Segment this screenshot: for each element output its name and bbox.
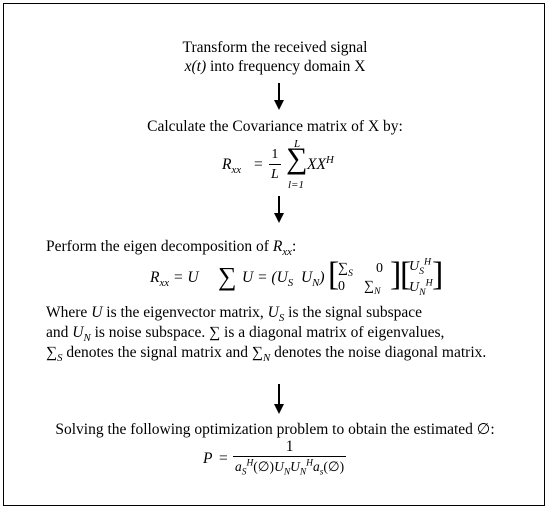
signal-xt: x(t) bbox=[184, 58, 207, 75]
spectrum-equation: P = 1 aSH(∅)UNUNHas(∅) bbox=[203, 438, 347, 478]
eigen-decomposition-equation: Rxx = U ∑ U = (US UN) [ ∑S 0 0 ∑N ] [ US… bbox=[150, 256, 444, 298]
diagram-frame bbox=[3, 3, 545, 506]
step3-where-line2: and UN is noise subspace. ∑ is a diagona… bbox=[46, 324, 445, 345]
step2-line1: Calculate the Covariance matrix of X by: bbox=[147, 118, 403, 135]
step3-line1: Perform the eigen decomposition of Rxx: bbox=[46, 238, 297, 259]
step3-where-line3: ∑S denotes the signal matrix and ∑N deno… bbox=[46, 344, 487, 365]
step4-line1: Solving the following optimization probl… bbox=[55, 421, 495, 438]
down-arrow-icon bbox=[274, 384, 284, 414]
step3-where-line1: Where U is the eigenvector matrix, US is… bbox=[46, 304, 423, 325]
step1-line1: Transform the received signal bbox=[182, 39, 368, 56]
down-arrow-icon bbox=[274, 196, 284, 223]
step1-line2: x(t) into frequency domain X bbox=[0, 58, 550, 76]
down-arrow-icon bbox=[274, 83, 284, 110]
step1-line2-suffix: into frequency domain X bbox=[206, 58, 366, 75]
